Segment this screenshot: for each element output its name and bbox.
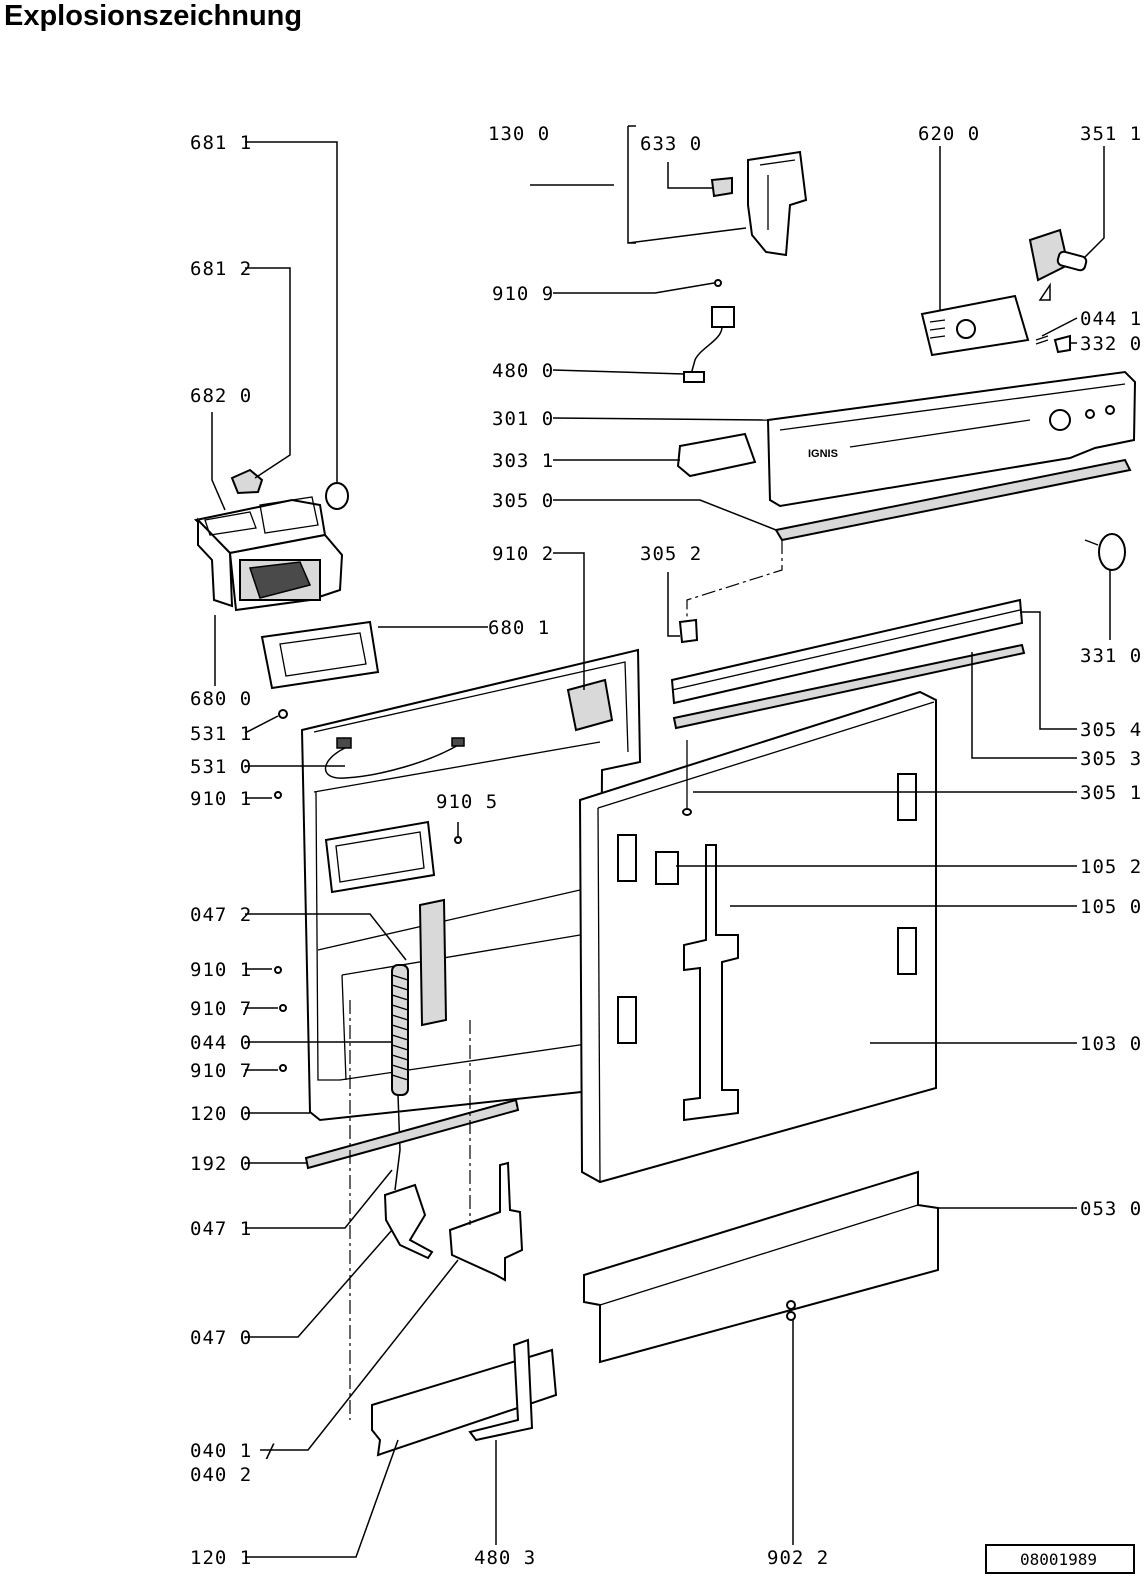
part-480-3-bracket: [468, 1338, 534, 1442]
label-681-1: 681 1: [190, 132, 252, 154]
label-120-0: 120 0: [190, 1103, 252, 1125]
part-053-0-kickplate: [583, 1170, 939, 1364]
part-301-0-control-panel: IGNIS: [766, 370, 1137, 508]
part-910-7-screw-a: [279, 1004, 287, 1012]
part-910-1-screw-b: [274, 966, 282, 974]
part-044-0-spring: [391, 964, 409, 1191]
label-681-2: 681 2: [190, 258, 252, 280]
label-047-1: 047 1: [190, 1218, 252, 1240]
label-044-1: 044 1: [1080, 308, 1142, 330]
label-303-1: 303 1: [492, 450, 554, 472]
label-910-5: 910 5: [436, 791, 498, 813]
page-title: Explosionszeichnung: [4, 0, 303, 32]
part-910-7-screw-b: [279, 1064, 287, 1072]
label-130-0: 130 0: [488, 123, 550, 145]
part-192-0-strip: [304, 1098, 520, 1170]
label-105-0: 105 0: [1080, 896, 1142, 918]
part-480-0-wire: [683, 306, 735, 383]
part-680-1-gasket: [260, 620, 380, 690]
part-047-0-arm: [383, 1183, 434, 1260]
label-301-0: 301 0: [492, 408, 554, 430]
label-910-2: 910 2: [492, 543, 554, 565]
part-910-9-screw: [714, 279, 722, 287]
part-910-1-screw-a: [274, 791, 282, 799]
label-331-0: 331 0: [1080, 645, 1142, 667]
label-120-1: 120 1: [190, 1547, 252, 1569]
part-332-0-lens: [1053, 334, 1071, 354]
part-120-1-lower-strip: [371, 1348, 558, 1457]
part-305-rails: [670, 598, 1026, 730]
label-480-3: 480 3: [474, 1547, 536, 1569]
label-680-0: 680 0: [190, 688, 252, 710]
part-902-2-screw: [786, 1300, 796, 1321]
label-633-0: 633 0: [640, 133, 702, 155]
label-192-0: 192 0: [190, 1153, 252, 1175]
part-910-5-screw: [454, 836, 462, 844]
label-040-2: 040 2: [190, 1464, 252, 1486]
label-910-7-a: 910 7: [190, 998, 252, 1020]
part-681-1-plug: [325, 482, 349, 510]
part-305-2-clip: [678, 618, 699, 644]
label-305-1: 305 1: [1080, 782, 1142, 804]
part-680-0-dispenser: [193, 496, 344, 612]
part-305-0-trim: [774, 458, 1132, 542]
label-680-1: 680 1: [488, 617, 550, 639]
part-044-1-spring: [1035, 335, 1049, 345]
label-332-0: 332 0: [1080, 333, 1142, 355]
label-053-0: 053 0: [1080, 1198, 1142, 1220]
part-681-2-clip: [230, 468, 264, 495]
label-044-0: 044 0: [190, 1032, 252, 1054]
part-labels: 681 1 681 2 682 0 680 0 680 1 531 1 531 …: [190, 123, 1142, 1569]
label-047-2: 047 2: [190, 904, 252, 926]
label-305-4: 305 4: [1080, 719, 1142, 741]
part-120-0-inner-door: [300, 648, 642, 1122]
part-620-0-control-module: [920, 294, 1030, 357]
panel-logo: IGNIS: [808, 448, 838, 460]
label-305-0: 305 0: [492, 490, 554, 512]
part-103-0-front-panel: [578, 690, 937, 1184]
reference-number-box: 08001989: [985, 1544, 1135, 1574]
label-040-1: 040 1 /: [190, 1440, 277, 1462]
label-531-0: 531 0: [190, 756, 252, 778]
reference-number: 08001989: [1020, 1550, 1097, 1569]
label-480-0: 480 0: [492, 360, 554, 382]
label-105-2: 105 2: [1080, 856, 1142, 878]
part-351-1-knob: [1028, 228, 1088, 301]
label-910-1-a: 910 1: [190, 788, 252, 810]
part-130-0-door-lock: [710, 150, 808, 257]
label-351-1: 351 1: [1080, 123, 1142, 145]
label-305-2: 305 2: [640, 543, 702, 565]
part-331-0-knob: [1084, 533, 1126, 571]
part-531-1-screw: [278, 709, 288, 719]
label-531-1: 531 1: [190, 723, 252, 745]
label-910-9: 910 9: [492, 283, 554, 305]
label-902-2: 902 2: [767, 1547, 829, 1569]
part-040-bracket: [448, 1161, 524, 1282]
part-305-1-screw: [682, 740, 692, 816]
label-620-0: 620 0: [918, 123, 980, 145]
label-910-1-b: 910 1: [190, 959, 252, 981]
part-303-1-handle: [676, 432, 757, 478]
label-682-0: 682 0: [190, 385, 252, 407]
assembly-line-panel: [686, 540, 783, 620]
label-305-3: 305 3: [1080, 748, 1142, 770]
label-103-0: 103 0: [1080, 1033, 1142, 1055]
leader-lines: [211, 125, 1111, 1558]
label-910-7-b: 910 7: [190, 1060, 252, 1082]
label-047-0: 047 0: [190, 1327, 252, 1349]
